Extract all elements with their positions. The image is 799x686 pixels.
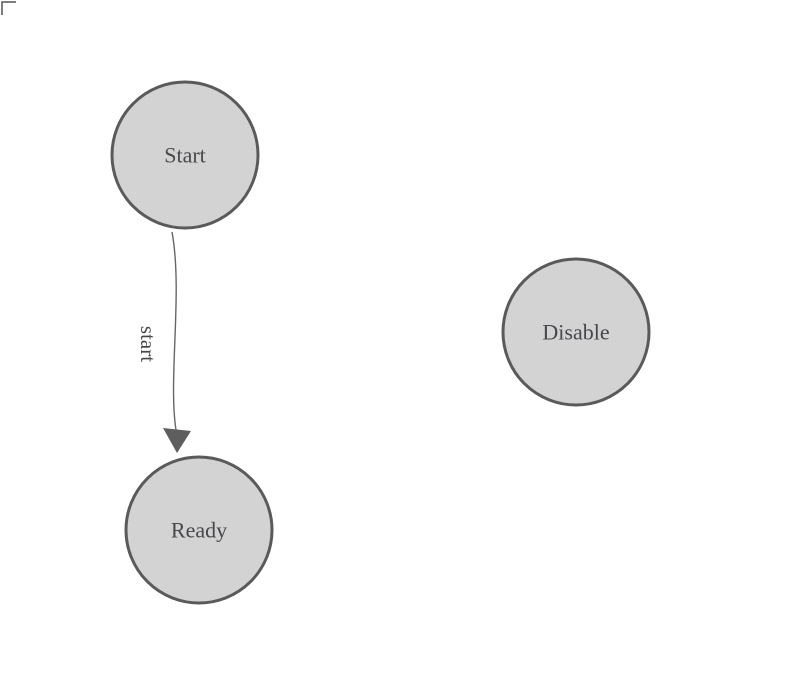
state-node-disable[interactable]: Disable	[501, 257, 651, 407]
state-node-ready-circle[interactable]	[124, 455, 274, 605]
canvas-corner-mark	[1, 1, 16, 15]
state-node-start-circle[interactable]	[110, 80, 260, 230]
state-node-disable-circle[interactable]	[501, 257, 651, 407]
state-node-disable-label: Disable	[542, 320, 609, 345]
transition-edge-start-ready[interactable]: start	[136, 231, 191, 453]
edge-label: start	[136, 326, 160, 362]
edge-arrowhead-icon	[163, 428, 191, 453]
state-node-ready-label: Ready	[171, 518, 227, 543]
state-node-start-label: Start	[164, 143, 206, 168]
edge-line[interactable]	[171, 231, 177, 431]
state-node-start[interactable]: Start	[110, 80, 260, 230]
state-node-ready[interactable]: Ready	[124, 455, 274, 605]
